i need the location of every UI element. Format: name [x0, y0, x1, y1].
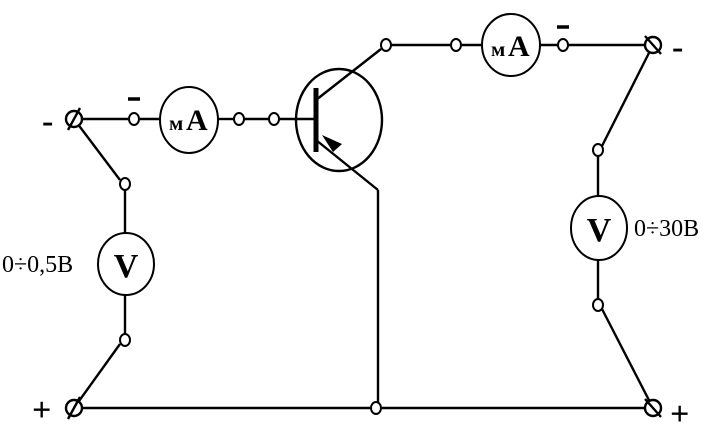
meter-prefix: м: [169, 111, 183, 135]
meter-prefix: м: [491, 37, 505, 61]
meter-symbol: V: [587, 212, 612, 249]
terminal-input-plus: [64, 396, 84, 420]
terminal-slash: [644, 35, 662, 55]
output-plus-sign: +: [670, 396, 689, 432]
terminal-output-minus: [643, 35, 663, 55]
node-collector: [380, 38, 392, 52]
terminal-slash: [644, 398, 662, 418]
terminal-input-minus: [64, 107, 84, 131]
transistor-envelope: [294, 67, 384, 173]
milliammeter-output: м A: [481, 13, 541, 77]
wire-emitter: [315, 139, 379, 191]
node-input-v-bottom: [119, 333, 131, 347]
meter-body: [97, 232, 155, 296]
meter-unit: A: [186, 104, 208, 137]
input-voltage-range-label: 0÷0,5В: [2, 252, 73, 278]
node-emitter-bottom: [370, 401, 382, 415]
node-input-2: [233, 112, 245, 126]
meter-unit: A: [508, 30, 530, 63]
meter-symbol: V: [114, 248, 139, 285]
transistor: [294, 67, 384, 173]
terminal-slash: [66, 396, 82, 420]
transistor-emitter-arrow: [322, 135, 342, 152]
node-output-2: [557, 38, 569, 52]
terminal-output-plus: [643, 398, 663, 418]
milliammeter-input: м A: [159, 86, 219, 154]
node-input-1: [128, 112, 140, 126]
node-input-v-top: [119, 177, 131, 191]
node-output-1: [450, 38, 462, 52]
meter-body: [481, 13, 541, 77]
terminal-slash: [66, 107, 82, 131]
meter-body: [570, 195, 628, 261]
nodes: [119, 38, 604, 415]
node-input-3: [268, 112, 280, 126]
wire-input-v-slant-top: [73, 118, 121, 181]
input-plus-sign: +: [32, 392, 51, 429]
node-output-v-bottom: [592, 298, 604, 312]
output-minus-sign: -: [672, 29, 683, 66]
wire-output-v-slant-bottom: [600, 308, 655, 409]
voltmeter-output: V: [570, 195, 628, 261]
meter-body: [159, 86, 219, 154]
wire-input-v-slant-bottom: [73, 343, 121, 409]
voltmeter-input: V: [97, 232, 155, 296]
input-minus-sign: -: [42, 103, 53, 140]
wire-collector: [315, 48, 382, 101]
node-output-v-top: [592, 143, 604, 157]
output-voltage-range-label: 0÷30В: [634, 216, 699, 242]
wire-output-v-slant-top: [600, 44, 655, 147]
wires: [73, 43, 655, 410]
